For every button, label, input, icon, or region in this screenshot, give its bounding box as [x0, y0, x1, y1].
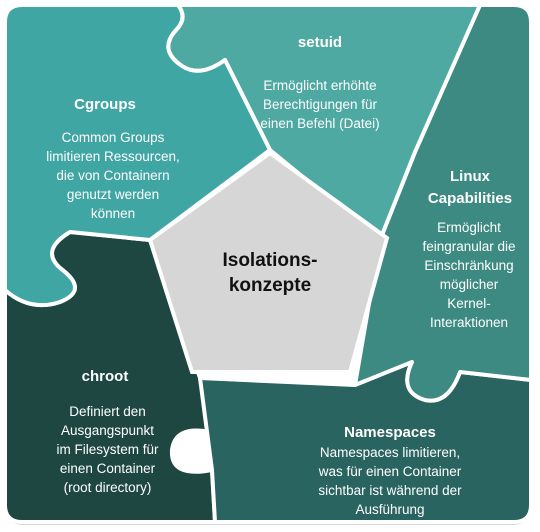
puzzle-piece-namespaces [198, 360, 533, 524]
puzzle-piece-cgroups [3, 3, 272, 307]
puzzle-piece-linux-capabilities [353, 3, 533, 403]
center-pentagon [147, 150, 390, 374]
